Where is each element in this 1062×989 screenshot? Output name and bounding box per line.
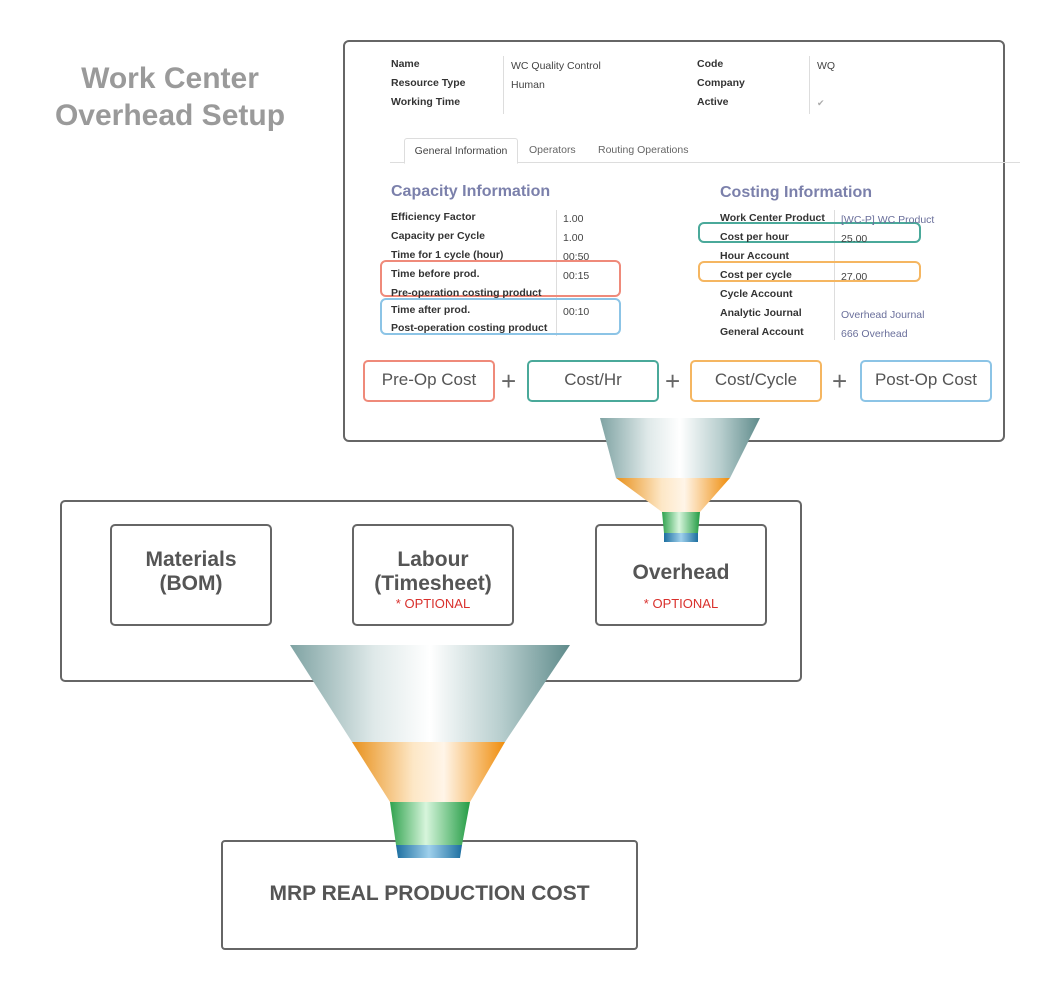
field-label: Name	[391, 58, 420, 70]
field-label: Resource Type	[391, 77, 466, 89]
costing-field-label: Analytic Journal	[720, 307, 802, 319]
capacity-field-label: Pre-operation costing product	[391, 287, 542, 299]
labour-optional-note: * OPTIONAL	[395, 596, 471, 611]
capacity-field-label: Efficiency Factor	[391, 211, 476, 223]
post-op-cost-box: Post-Op Cost	[860, 360, 992, 402]
capacity-field-label: Time before prod.	[391, 268, 480, 280]
capacity-field-label: Time after prod.	[391, 304, 471, 316]
costing-field-value: 25.00	[841, 233, 868, 245]
costing-field-value: 27.00	[841, 271, 868, 283]
materials-line-2: (BOM)	[159, 572, 223, 595]
plus-sign: +	[665, 366, 681, 396]
capacity-heading: Capacity Information	[391, 183, 551, 200]
labour-line-1: Labour	[397, 548, 469, 571]
title-line-2: Overhead Setup	[54, 99, 286, 132]
active-checkbox[interactable]: ✔	[817, 98, 825, 108]
cost-per-cycle-highlight	[698, 261, 921, 282]
post-op-highlight	[380, 298, 621, 335]
costing-field-label: Hour Account	[720, 250, 790, 262]
labour-line-2: (Timesheet)	[374, 572, 492, 595]
pre-op-cost-box: Pre-Op Cost	[363, 360, 495, 402]
capacity-field-value: 00:10	[563, 306, 590, 318]
divider	[503, 56, 504, 114]
costing-field-label: Work Center Product	[720, 212, 825, 224]
code-value: WQ	[817, 60, 836, 72]
materials-line-1: Materials	[145, 548, 237, 571]
capacity-field-label: Time for 1 cycle (hour)	[391, 249, 504, 261]
cost-per-hour-highlight	[698, 222, 921, 243]
capacity-field-label: Post-operation costing product	[391, 322, 548, 334]
capacity-field-label: Capacity per Cycle	[391, 230, 485, 242]
materials-box: Materials (BOM)	[110, 524, 272, 626]
costing-field-label: Cost per hour	[720, 231, 789, 243]
capacity-field-value: 00:50	[563, 251, 590, 263]
capacity-field-value: 00:15	[563, 270, 590, 282]
pre-op-highlight	[380, 260, 621, 297]
field-label: Company	[697, 77, 745, 89]
overhead-optional-note: * OPTIONAL	[643, 596, 719, 611]
capacity-field-value: 1.00	[563, 213, 584, 225]
small-funnel-icon	[600, 418, 760, 542]
divider	[556, 210, 557, 336]
large-funnel-icon	[290, 645, 570, 858]
field-label: Working Time	[391, 96, 461, 108]
capacity-field-value: 1.00	[563, 232, 584, 244]
costing-field-label: General Account	[720, 326, 804, 338]
plus-sign: +	[501, 366, 517, 396]
tab-underline	[390, 162, 1020, 163]
divider	[834, 210, 835, 340]
costing-field-value: Overhead Journal	[841, 309, 925, 321]
resource-type-value: Human	[511, 79, 545, 91]
labour-box: Labour (Timesheet) * OPTIONAL	[352, 524, 514, 626]
overhead-label: Overhead	[632, 561, 730, 584]
field-label: Code	[697, 58, 724, 70]
diagram-title: Work Center Overhead Setup	[20, 60, 320, 134]
tab-general-information[interactable]: General Information	[404, 138, 518, 164]
name-value: WC Quality Control	[511, 60, 601, 72]
field-label: Active	[697, 96, 729, 108]
tab-operators[interactable]: Operators	[529, 144, 576, 156]
cost-per-cycle-box: Cost/Cycle	[690, 360, 822, 402]
plus-sign: +	[832, 366, 848, 396]
title-line-1: Work Center	[81, 62, 259, 95]
costing-heading: Costing Information	[720, 184, 872, 201]
costing-field-value: [WC-P] WC Product	[841, 214, 935, 226]
cost-per-hour-box: Cost/Hr	[527, 360, 659, 402]
costing-field-label: Cycle Account	[720, 288, 793, 300]
costing-field-label: Cost per cycle	[720, 269, 792, 281]
divider	[809, 56, 810, 114]
costing-field-value: 666 Overhead	[841, 328, 908, 340]
tab-routing-operations[interactable]: Routing Operations	[598, 144, 689, 156]
